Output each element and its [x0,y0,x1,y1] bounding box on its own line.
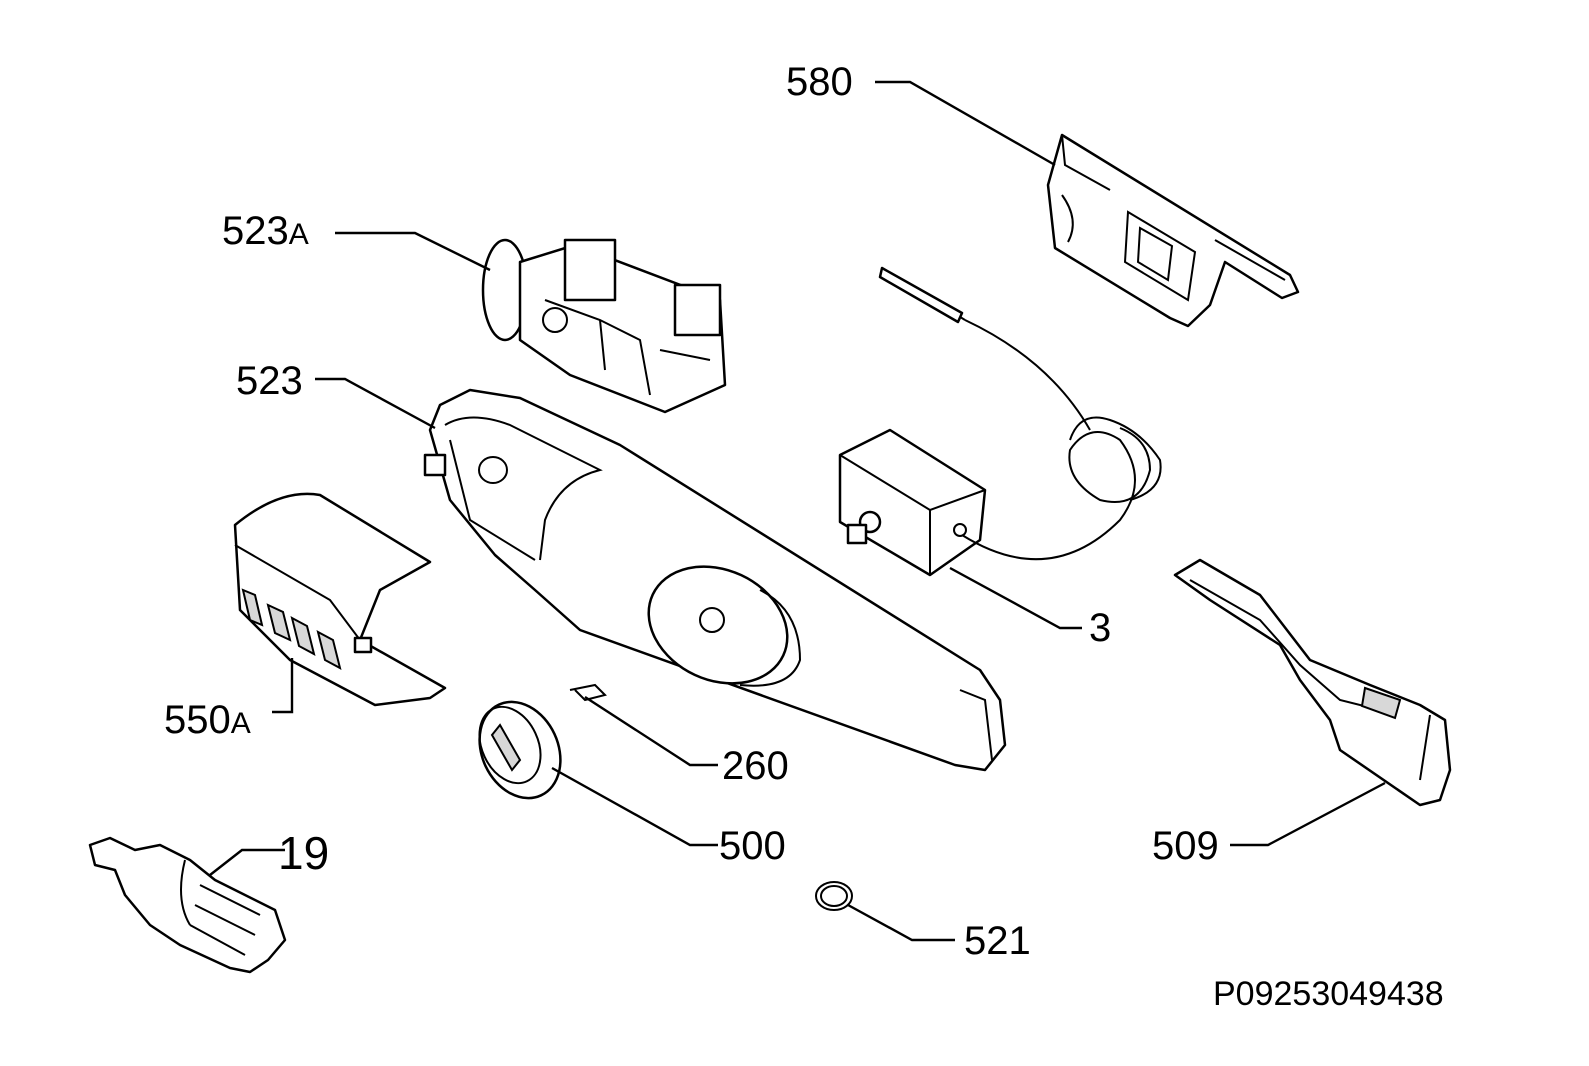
leader-521 [847,903,955,942]
callout-523-number: 523 [236,359,303,403]
callout-260-number: 260 [722,744,789,788]
part-3-thermostat [838,266,1162,577]
part-521-ring [815,881,853,911]
leader-580 [875,80,1056,167]
part-500-knob [478,700,562,800]
callout-19-number: 19 [278,827,330,879]
part-580-bracket [1046,133,1300,328]
callout-523a-number: 523 [222,209,289,253]
part-523a-switch [481,238,727,414]
part-509-handle [1173,558,1452,807]
leader-509 [1230,781,1386,847]
callout-580: 580 [786,62,853,102]
leader-19 [209,848,285,876]
callout-3-number: 3 [1089,606,1112,650]
callout-550a-number: 550 [164,698,231,742]
callout-523a: 523A [222,211,309,251]
part-260-clip [569,683,607,702]
callout-260: 260 [722,746,789,786]
leader-550a [272,658,294,714]
callout-550a: 550A [164,700,251,740]
callout-521: 521 [964,921,1031,961]
part-19-lamp [88,836,287,974]
leader-260 [584,695,718,767]
leader-523 [315,377,436,430]
leader-500 [551,766,718,847]
leader-lines [209,80,1386,942]
callout-523: 523 [236,361,303,401]
part-550a-cover [233,492,447,707]
callout-550a-suffix: A [230,707,251,740]
callout-580-number: 580 [786,60,853,104]
callout-3: 3 [1089,608,1111,648]
callout-523a-suffix: A [288,218,309,251]
callout-500: 500 [719,826,786,866]
callout-509-number: 509 [1152,824,1219,868]
callout-19: 19 [278,830,329,876]
callout-509: 509 [1152,826,1219,866]
leader-3 [949,566,1082,630]
document-id: P09253049438 [1213,975,1444,1013]
callout-521-number: 521 [964,919,1031,963]
callout-500-number: 500 [719,824,786,868]
leader-523a [335,231,491,272]
part-523-housing [423,388,1007,772]
